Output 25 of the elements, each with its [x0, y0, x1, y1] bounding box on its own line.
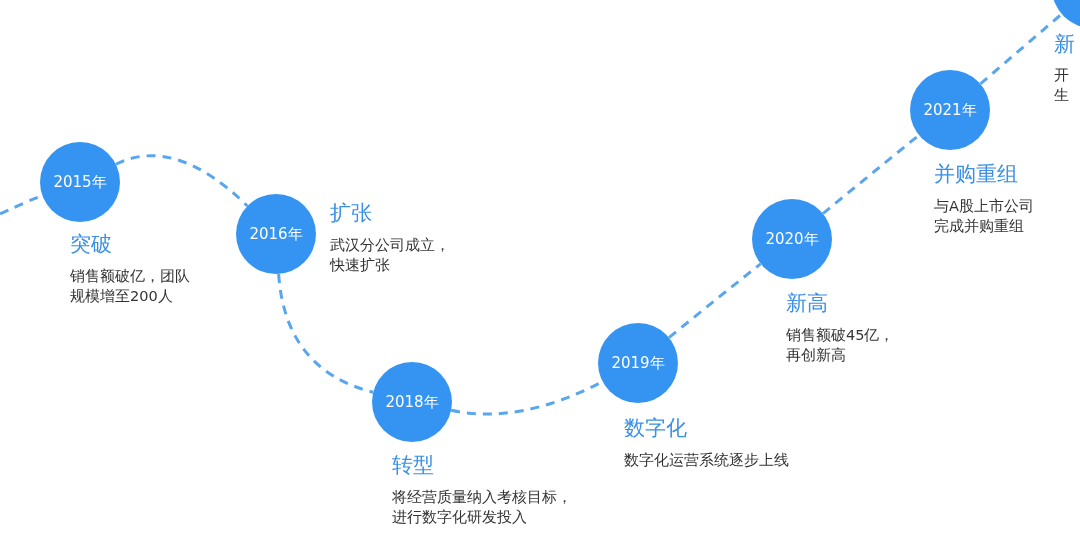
year-label: 2020年: [765, 229, 819, 249]
milestone-description: 武汉分公司成立，快速扩张: [330, 236, 451, 275]
milestone-title: 并购重组: [934, 161, 1018, 188]
dashed-connector: [821, 134, 920, 215]
milestone-title: 数字化: [624, 415, 687, 442]
milestone-description: 将经营质量纳入考核目标，进行数字化研发投入: [392, 488, 573, 527]
milestone-description: 数字化运营系统逐步上线: [624, 451, 790, 470]
dashed-connector: [277, 273, 374, 394]
milestone-title: 突破: [70, 231, 112, 258]
dashed-connector: [115, 154, 249, 208]
milestone-title: 扩张: [330, 200, 372, 227]
year-label: 2019年: [611, 353, 665, 373]
milestone-description: 销售额破45亿，再创新高: [786, 326, 896, 365]
milestone-description: 开生: [1054, 66, 1069, 105]
year-label: 2015年: [53, 172, 107, 192]
year-label: 2018年: [385, 392, 439, 412]
milestone-description: 销售额破亿，团队规模增至200人: [70, 267, 191, 306]
dashed-connector: [979, 12, 1063, 86]
milestone-title: 转型: [392, 452, 434, 479]
milestone-title: 新: [1054, 31, 1075, 58]
milestone-description: 与A股上市公司完成并购重组: [934, 197, 1035, 236]
year-label: 2021年: [923, 100, 977, 120]
dashed-connector: [668, 262, 762, 339]
year-label: 2016年: [249, 224, 303, 244]
milestone-title: 新高: [786, 290, 828, 317]
